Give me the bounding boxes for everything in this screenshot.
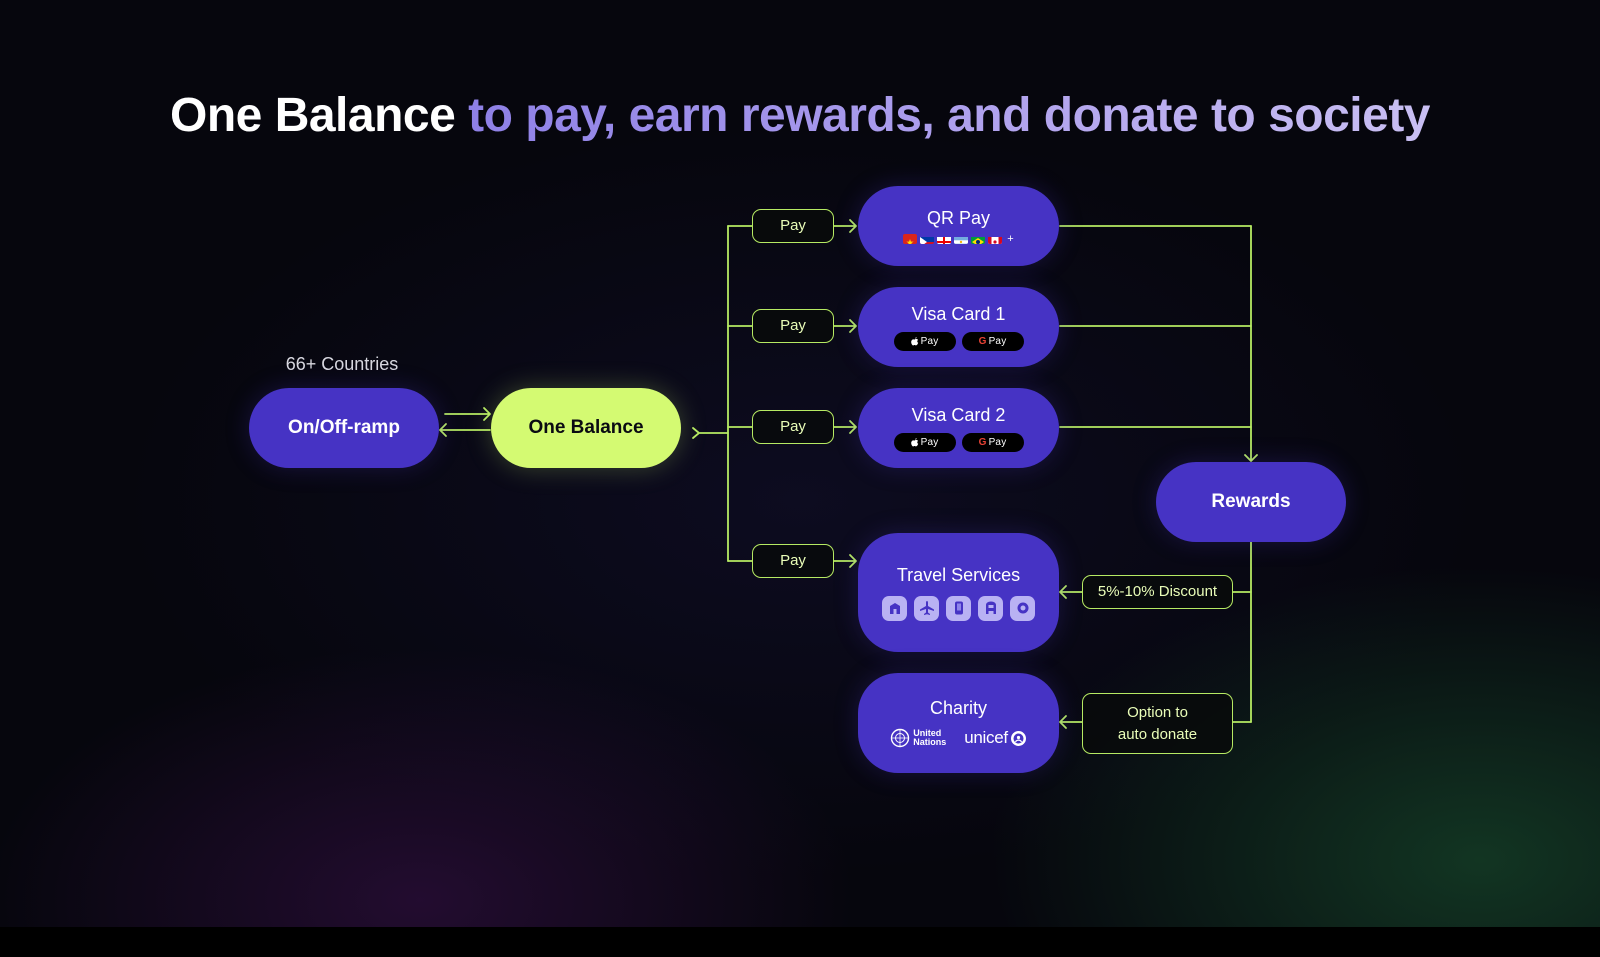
- letterbox-bar: [0, 927, 1600, 957]
- slide: One Balance to pay, earn rewards, and do…: [0, 0, 1600, 927]
- canada-flag-icon: [988, 234, 1003, 244]
- unicef-logo: unicef: [964, 728, 1027, 748]
- travel-services-label: Travel Services: [896, 564, 1021, 585]
- auto-donate-pill: Option to auto donate: [1082, 693, 1233, 754]
- country-flags: +: [903, 233, 1014, 245]
- arrow-balance-to-trunk: [692, 427, 729, 439]
- georgia-flag-icon: [937, 234, 952, 244]
- arrow-pay-visa1: [833, 319, 857, 333]
- onramp-node: On/Off-ramp: [249, 388, 439, 468]
- arrow-donate-charity: [1059, 715, 1083, 729]
- countries-label: 66+ Countries: [285, 354, 399, 374]
- rewards-label: Rewards: [1211, 491, 1291, 512]
- charity-label: Charity: [929, 698, 987, 718]
- apple-pay-badge: Pay: [893, 432, 956, 452]
- phone-icon: [946, 595, 971, 621]
- arrow-pay-visa2: [833, 420, 857, 434]
- visa-card-2-node: Visa Card 2 Pay G Pay: [858, 388, 1059, 468]
- qr-pay-node: QR Pay +: [858, 186, 1059, 266]
- onramp-label: On/Off-ramp: [288, 417, 400, 438]
- one-balance-label: One Balance: [528, 417, 644, 438]
- arrow-discount-travel: [1059, 585, 1083, 599]
- google-g-icon: G: [978, 436, 987, 448]
- pay-pill-visa1: Pay: [752, 309, 834, 343]
- google-g-icon: G: [978, 335, 987, 347]
- philippines-flag-icon: [920, 234, 935, 244]
- hotel-icon: [882, 595, 907, 621]
- apple-icon: [910, 336, 918, 345]
- apple-pay-badge: Pay: [893, 331, 956, 351]
- car-icon: [978, 595, 1003, 621]
- slide-title: One Balance to pay, earn rewards, and do…: [0, 88, 1600, 143]
- pay-pill-qr: Pay: [752, 209, 834, 243]
- google-pay-badge: G Pay: [961, 432, 1024, 452]
- more-countries-indicator: +: [1007, 233, 1014, 245]
- un-line2: Nations: [913, 737, 947, 747]
- airplane-icon: [914, 595, 939, 621]
- wallet-badges: Pay G Pay: [893, 331, 1024, 351]
- google-pay-text: Pay: [988, 335, 1007, 347]
- apple-pay-text: Pay: [920, 335, 939, 347]
- pay-pill-visa2: Pay: [752, 410, 834, 444]
- google-pay-text: Pay: [988, 436, 1007, 448]
- charity-node: Charity United Nations unicef: [858, 673, 1059, 773]
- auto-donate-line2: auto donate: [1117, 725, 1198, 743]
- argentina-flag-icon: [954, 234, 969, 244]
- connector-lines: [439, 219, 1258, 729]
- arrow-pay-travel: [833, 554, 857, 568]
- rewards-node: Rewards: [1156, 462, 1346, 542]
- title-subtitle: to pay, earn rewards, and donate to soci…: [455, 89, 1430, 142]
- one-balance-node: One Balance: [491, 388, 681, 468]
- travel-services-node: Travel Services: [858, 533, 1059, 652]
- charity-partner-logos: United Nations unicef: [890, 728, 1027, 748]
- arrow-pay-qr: [833, 219, 857, 233]
- un-line1: United: [913, 728, 942, 738]
- arrow-onramp-to-balance: [444, 407, 491, 421]
- travel-icon-row: [882, 595, 1035, 621]
- arrow-balance-to-onramp: [439, 423, 491, 437]
- apple-pay-text: Pay: [920, 436, 939, 448]
- unicef-emblem-icon: [1010, 730, 1026, 746]
- wallet-badges: Pay G Pay: [893, 432, 1024, 452]
- title-highlight: One Balance: [170, 89, 456, 142]
- auto-donate-line1: Option to: [1127, 703, 1188, 721]
- qr-pay-label: QR Pay: [926, 208, 991, 228]
- un-wordmark: United Nations: [913, 729, 946, 747]
- visa-card-2-label: Visa Card 2: [911, 404, 1006, 425]
- apple-icon: [910, 437, 918, 446]
- unicef-wordmark: unicef: [964, 728, 1008, 747]
- un-emblem-icon: [891, 728, 910, 748]
- brazil-flag-icon: [971, 234, 986, 244]
- vietnam-flag-icon: [903, 234, 918, 244]
- dining-icon: [1010, 595, 1035, 621]
- visa-card-1-label: Visa Card 1: [911, 303, 1006, 324]
- arrow-into-rewards: [1244, 225, 1258, 462]
- google-pay-badge: G Pay: [961, 331, 1024, 351]
- pay-pill-travel: Pay: [752, 544, 834, 578]
- united-nations-logo: United Nations: [890, 728, 946, 748]
- discount-pill: 5%-10% Discount: [1082, 575, 1233, 609]
- visa-card-1-node: Visa Card 1 Pay G Pay: [858, 287, 1059, 367]
